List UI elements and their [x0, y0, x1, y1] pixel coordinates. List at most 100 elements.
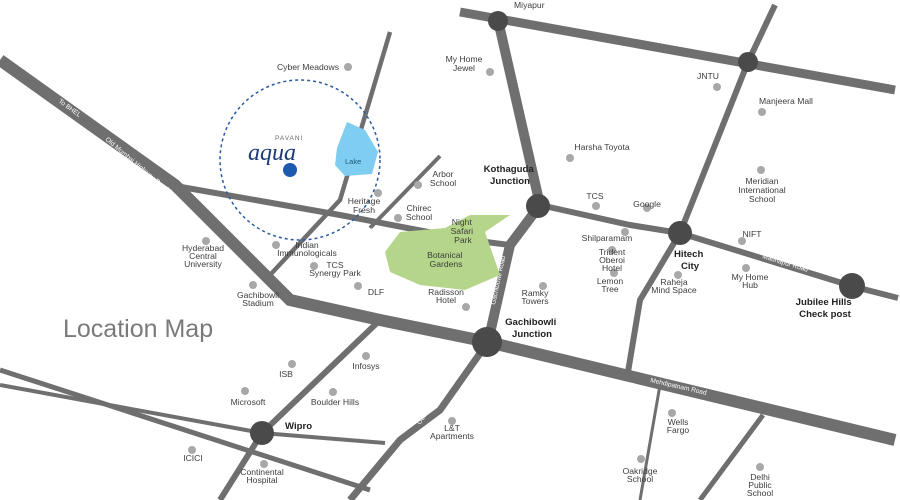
dot-microsoft — [241, 387, 249, 395]
dot-harsha — [566, 154, 574, 162]
road-outer-ring — [347, 339, 491, 500]
junction-jubilee — [839, 273, 865, 299]
junction-wipro — [250, 421, 274, 445]
lake-label: Lake — [345, 157, 361, 166]
label-cyber-meadows: Cyber Meadows — [277, 62, 339, 72]
dot-immunologicals — [272, 241, 280, 249]
dot-dps — [756, 463, 764, 471]
logo-name: aqua — [248, 140, 296, 166]
dot-ramky — [539, 282, 547, 290]
label-manjeera: Manjeera Mall — [759, 96, 813, 106]
dot-stadium — [249, 281, 257, 289]
road-miyapur — [459, 7, 896, 95]
dot-google — [643, 204, 651, 212]
map-title: Location Map — [63, 315, 213, 343]
label-infosys: Infosys — [352, 361, 379, 371]
road-botanical — [169, 182, 511, 248]
dot-chirec — [394, 214, 402, 222]
label-hitech: Hitech City — [674, 249, 706, 272]
dot-manjeera — [758, 108, 766, 116]
landmark-dots — [188, 63, 766, 471]
junction-miyapur — [488, 11, 508, 31]
dot-icici — [188, 446, 196, 454]
dot-wells-fargo — [668, 409, 676, 417]
label-icici: ICICI — [183, 453, 203, 463]
lake-shape — [335, 122, 378, 176]
label-wipro: Wipro — [285, 421, 312, 432]
park-night-safari: Night Safari Park — [451, 217, 476, 245]
road-mumbai-highway — [0, 55, 897, 446]
dot-trident — [608, 246, 616, 254]
highlight-ring — [219, 79, 381, 241]
park-botanical: Botanical Gardens — [427, 250, 465, 269]
dot-boulder-hills — [329, 388, 337, 396]
label-jubilee: Jubilee Hills Check post — [796, 297, 855, 320]
label-kothaguda: Kothaguda Junction — [484, 164, 537, 187]
dot-dlf — [354, 282, 362, 290]
road-cyber — [268, 31, 393, 277]
park-botanical-shape — [385, 215, 510, 290]
dot-raheja — [674, 271, 682, 279]
dot-jntu — [713, 83, 721, 91]
road-label-madhapur: Madhapur Road — [761, 253, 809, 274]
parks: Night Safari Park Botanical Gardens — [385, 215, 510, 290]
dot-oakridge — [637, 455, 645, 463]
road-kothaguda — [483, 18, 546, 344]
road-left — [0, 367, 371, 493]
junction-hitech — [668, 221, 692, 245]
label-nift: NIFT — [742, 229, 762, 239]
dot-shilparamam — [621, 228, 629, 236]
label-harsha: Harsha Toyota — [574, 142, 629, 152]
dot-lt — [448, 417, 456, 425]
dot-infosys — [362, 352, 370, 360]
road-label-mumbai: Old Mumbai Highway Road — [104, 136, 170, 193]
label-gachibowli: Gachibowli Junction — [505, 317, 559, 340]
junction-labels: Miyapur Kothaguda Junction Hitech City J… — [285, 0, 855, 432]
label-boulder-hills: Boulder Hills — [311, 397, 359, 407]
dot-my-home-jewel — [486, 68, 494, 76]
label-microsoft: Microsoft — [231, 397, 266, 407]
label-tcs: TCS — [586, 191, 603, 201]
dot-isb — [288, 360, 296, 368]
dot-tcs — [592, 202, 600, 210]
dot-arbor — [414, 181, 422, 189]
road-wells — [638, 384, 662, 500]
label-jntu: JNTU — [697, 71, 719, 81]
label-dlf: DLF — [368, 287, 384, 297]
label-shilparamam: Shilparamam — [582, 233, 633, 243]
label-isb: ISB — [279, 369, 293, 379]
junction-kothaguda — [526, 194, 550, 218]
dot-heritage — [374, 189, 382, 197]
road-arbor — [368, 154, 442, 230]
dot-lemon-tree — [610, 269, 618, 277]
road-bottom-right — [697, 413, 766, 500]
label-miyapur: Miyapur — [514, 0, 545, 10]
junction-jntu — [738, 52, 758, 72]
label-google: Google — [633, 199, 661, 209]
dot-cyber-meadows — [344, 63, 352, 71]
dot-hcu — [202, 237, 210, 245]
dot-nift — [738, 237, 746, 245]
project-highlight: Lake PAVANI aqua — [219, 79, 381, 241]
dot-radisson — [462, 303, 470, 311]
junction-markers — [250, 11, 865, 445]
